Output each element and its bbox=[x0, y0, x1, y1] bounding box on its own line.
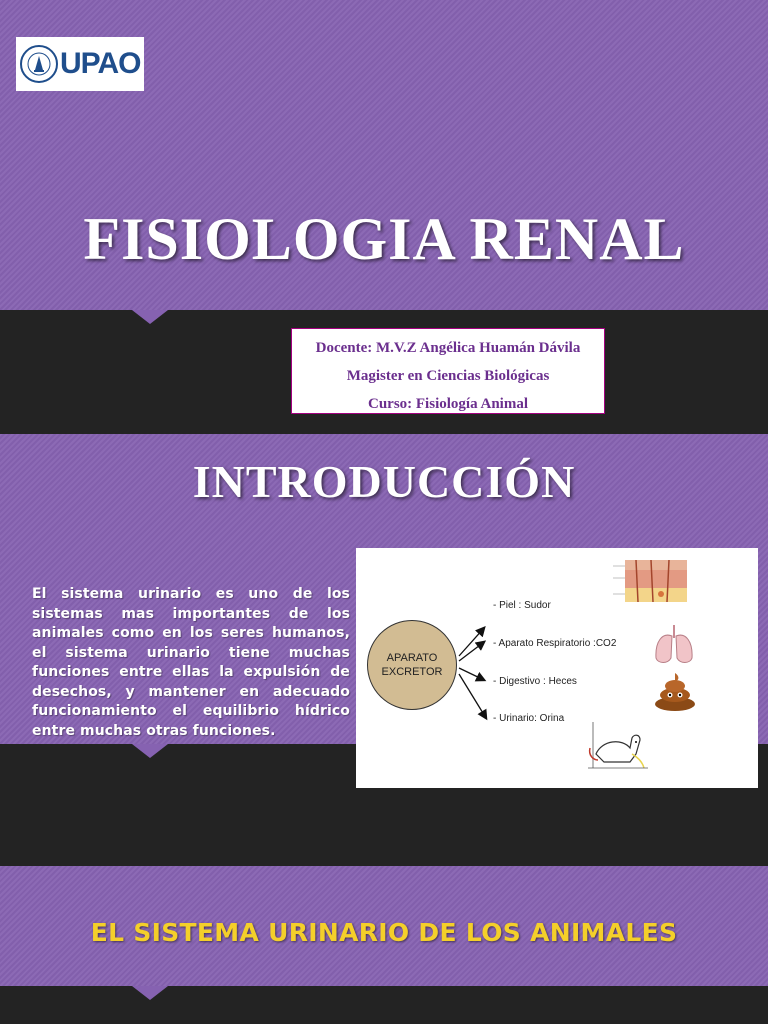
course-text: Curso: Fisiología Animal bbox=[367, 396, 528, 412]
dog-urinating-icon bbox=[588, 722, 648, 769]
upao-logo: UPAO bbox=[16, 37, 144, 91]
intro-heading: INTRODUCCIÓN bbox=[192, 456, 576, 507]
intro-paragraph: El sistema urinario es uno de los sistem… bbox=[32, 586, 350, 739]
arrow-urinary bbox=[458, 673, 488, 721]
diagram-arrows bbox=[458, 626, 488, 721]
arrow-respiratory bbox=[458, 640, 487, 662]
excretory-diagram: APARATO EXCRETOR - Piel : Sudor - Aparat… bbox=[356, 548, 758, 788]
page-title: FISIOLOGIA RENAL bbox=[83, 206, 685, 272]
degree-text: Magister en Ciencias Biológicas bbox=[346, 368, 550, 384]
feces-icon bbox=[655, 673, 695, 711]
digestive-label: - Digestivo : Heces bbox=[493, 676, 577, 687]
course-info-box: Docente: M.V.Z Angélica Huamán Dávila Ma… bbox=[291, 328, 605, 414]
skin-label: - Piel : Sudor bbox=[493, 600, 551, 611]
band-notch bbox=[132, 986, 168, 1000]
excretory-center-node: APARATO EXCRETOR bbox=[367, 620, 457, 710]
band-notch bbox=[132, 310, 168, 324]
respiratory-label: - Aparato Respiratorio :CO2 bbox=[493, 638, 617, 649]
arrow-skin bbox=[458, 626, 486, 657]
lungs-icon bbox=[655, 625, 693, 663]
urinary-label: - Urinario: Orina bbox=[493, 713, 565, 724]
teacher-text: Docente: M.V.Z Angélica Huamán Dávila bbox=[315, 340, 581, 356]
section-heading-urinary-system: EL SISTEMA URINARIO DE LOS ANIMALES bbox=[90, 918, 678, 947]
logo-text: UPAO bbox=[60, 47, 141, 80]
footer-band bbox=[0, 866, 768, 986]
arrow-digestive bbox=[458, 667, 487, 682]
skin-layers-icon bbox=[613, 559, 687, 603]
band-notch bbox=[132, 744, 168, 758]
bottom-dark-band bbox=[0, 986, 768, 1024]
university-seal-icon bbox=[20, 45, 58, 83]
center-label-line1: APARATO bbox=[386, 652, 438, 664]
center-label-line2: EXCRETOR bbox=[381, 666, 443, 678]
